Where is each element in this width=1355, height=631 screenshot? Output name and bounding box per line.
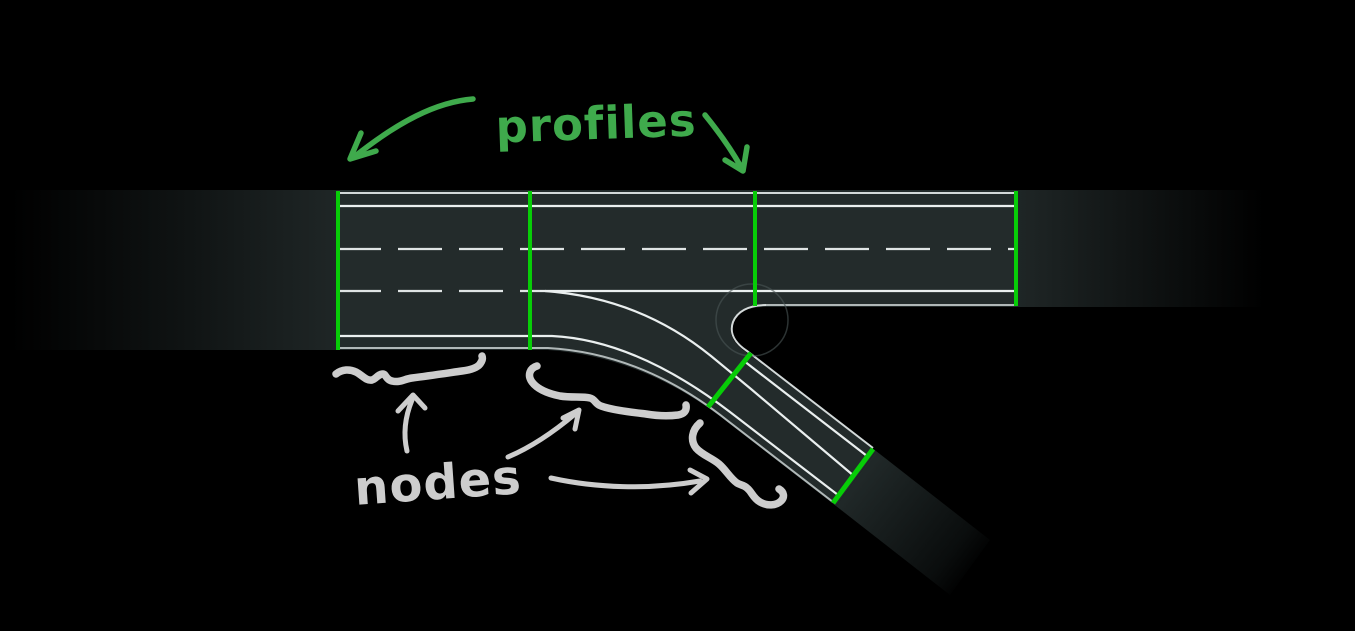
profiles-annotation: profiles (347, 94, 750, 174)
nodes-arrow-diagonal-shaft (505, 411, 578, 460)
road-left-fade (0, 190, 338, 350)
nodes-arrow-right-shaft (548, 475, 703, 490)
node-underline-2 (525, 362, 690, 420)
nodes-arrow-diagonal-head (560, 407, 582, 432)
profiles-label: profiles (495, 94, 698, 154)
nodes-arrow-up-head (395, 392, 428, 414)
profiles-arrow-right-head (722, 144, 750, 174)
profile-markers (336, 191, 1018, 505)
nodes-arrow-up-shaft (402, 397, 415, 454)
profiles-arrow-left-shaft (351, 96, 476, 160)
lane-bottom-solid-to-branch (337, 334, 839, 496)
lane-markings (337, 192, 1017, 503)
node-underline-3 (688, 419, 788, 509)
branch-fade-tail (836, 451, 990, 595)
road-fades (0, 190, 1300, 350)
lane-branch-top-solid (743, 360, 868, 457)
branch-profile-line-2 (830, 447, 876, 505)
nodes-label: nodes (352, 449, 523, 517)
nodes-arrow-right-head (687, 467, 710, 496)
lane-nose-branch-top-edge (730, 304, 874, 449)
nodes-annotation: nodes (332, 352, 788, 517)
lane-gore-to-branch-middle (544, 289, 855, 477)
lane-bottom-edge-to-branch (337, 347, 834, 503)
node-underline-1 (332, 352, 487, 386)
branch-profile-line-1 (706, 351, 753, 409)
road-right-fade (1016, 190, 1300, 307)
profiles-arrow-right-shaft (702, 112, 744, 170)
nose-ghost-circle (715, 283, 789, 357)
profiles-arrow-left-head (347, 130, 379, 162)
road-surface (337, 190, 1017, 506)
